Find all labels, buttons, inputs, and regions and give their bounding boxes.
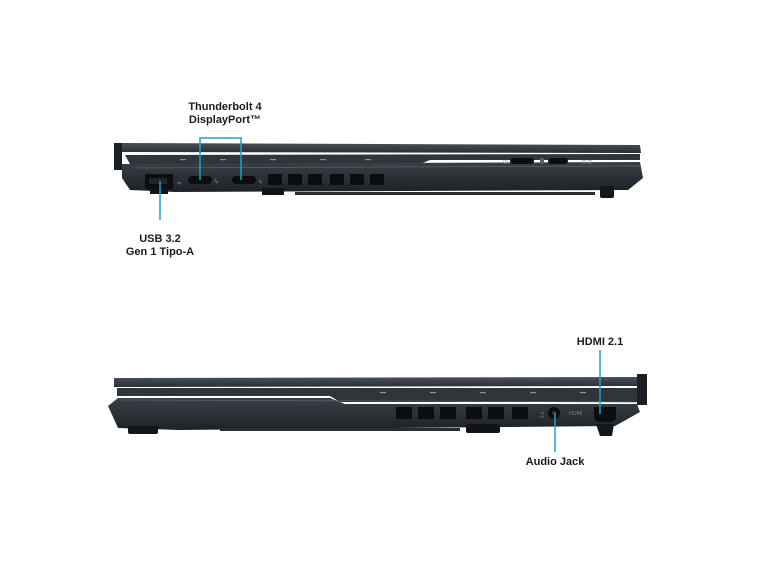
thunderbolt-label-line1: Thunderbolt 4 xyxy=(188,101,262,113)
usb-a-label-line1: USB 3.2 xyxy=(139,233,181,245)
thunderbolt-port-2 xyxy=(232,176,256,184)
lid-top-edge xyxy=(114,143,641,153)
usb-icon: ⇋ xyxy=(177,180,182,187)
headset-icon: ♫ xyxy=(539,411,545,419)
side-vents-left xyxy=(268,174,384,185)
side-vents-right xyxy=(396,407,528,419)
power-icon: ⏻ xyxy=(503,159,508,166)
usb-a-port-tongue xyxy=(149,178,167,184)
hdmi-port xyxy=(594,407,616,422)
battery-icon: ⊏⊐ xyxy=(582,159,592,166)
audio-jack-label: Audio Jack xyxy=(505,456,605,469)
foot-middle xyxy=(262,188,284,195)
hinge-left xyxy=(114,143,122,170)
power-button xyxy=(510,158,534,164)
base-highlight-right xyxy=(119,399,637,403)
panel-edge-right xyxy=(117,388,637,402)
usb-a-label-line2: Gen 1 Tipo-A xyxy=(125,246,195,258)
foot-middle-right xyxy=(466,424,500,433)
hinge-right xyxy=(637,374,647,405)
thunderbolt-callout-lines xyxy=(199,137,242,180)
foot-rear xyxy=(600,186,614,198)
lid-top-edge-right xyxy=(114,377,645,387)
thunderbolt-label: Thunderbolt 4 DisplayPort™ xyxy=(165,101,285,127)
panel-edge-dashes-right xyxy=(380,392,586,394)
laptop-right-side-view: ♫ HDMI xyxy=(108,374,647,436)
usb-c-charge-port xyxy=(548,158,568,164)
base-highlight xyxy=(134,165,641,169)
hdmi-label-line1: HDMI 2.1 xyxy=(576,336,624,348)
usb-a-label: USB 3.2 Gen 1 Tipo-A xyxy=(110,233,210,259)
thunderbolt-label-line2: DisplayPort™ xyxy=(188,114,262,126)
lightning-icon: ϟ xyxy=(214,178,219,186)
lightning-icon: ϟ xyxy=(258,178,263,186)
base-body-right xyxy=(108,398,640,430)
hdmi-label: HDMI 2.1 xyxy=(560,336,640,349)
laptop-left-side-view: ⇋ ϟ ϟ ⏻ xyxy=(114,143,643,198)
panel-edge xyxy=(125,154,640,164)
indicator-light xyxy=(540,158,544,164)
foot-front xyxy=(150,188,168,194)
skid-rail xyxy=(295,192,595,195)
panel-edge-dashes xyxy=(180,159,371,161)
skid-rail-right xyxy=(220,428,460,431)
foot-rear-right xyxy=(596,424,614,436)
hdmi-marking: HDMI xyxy=(569,411,582,417)
audio-jack-label-line1: Audio Jack xyxy=(525,456,585,468)
foot-left xyxy=(128,426,158,434)
